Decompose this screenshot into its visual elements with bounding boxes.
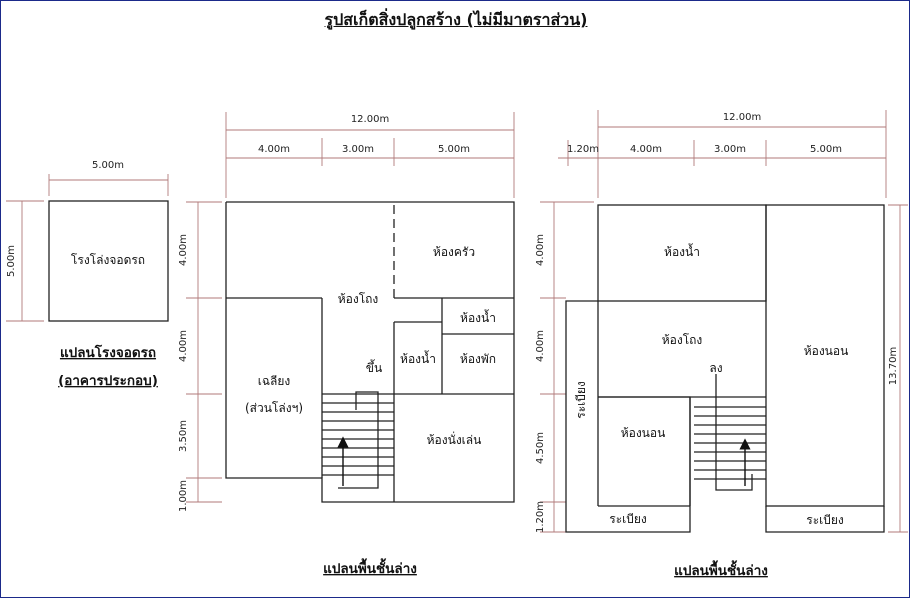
left-dim-width-2: 3.00m bbox=[342, 144, 374, 155]
right-dim-height-3: 4.50m bbox=[535, 432, 546, 464]
page-title: รูปสเก็ตสิ่งปลูกสร้าง (ไม่มีมาตราส่วน) bbox=[324, 10, 588, 29]
garage-dim-height: 5.00m bbox=[6, 245, 17, 277]
garage-plan: โรงโล่งจอดรถ 5.00m 5.00m แปลนโรงจอดรถ (อ… bbox=[6, 160, 169, 389]
kitchen-label: ห้องครัว bbox=[433, 245, 475, 259]
right-dim-height-2: 4.00m bbox=[535, 330, 546, 362]
right-bedroom-wall bbox=[765, 204, 885, 507]
bath-label: ห้องน้ำ bbox=[400, 350, 436, 366]
living-room-label: ห้องนั่งเล่น bbox=[427, 431, 482, 447]
garage-caption: แปลนโรงจอดรถ bbox=[60, 343, 156, 361]
stair-down-label: ลง bbox=[709, 361, 722, 375]
right-stairs bbox=[694, 374, 766, 491]
lean-to-label: เฉลียง bbox=[258, 374, 291, 388]
right-bath-label: ห้องน้ำ bbox=[664, 243, 700, 259]
stair-up-label: ขึ้น bbox=[366, 359, 382, 375]
garage-outline bbox=[48, 200, 169, 322]
right-dim-width-1: 1.20m bbox=[567, 144, 599, 155]
right-bedroom-left-label: ห้องนอน bbox=[621, 426, 666, 440]
right-balcony-side-label: ระเบียง bbox=[574, 381, 588, 419]
right-dim-height-4: 1.20m bbox=[535, 501, 546, 533]
left-floor-plan: 12.00m 4.00m 3.00m 5.00m 4.00m 4.00m 3.5… bbox=[178, 112, 515, 577]
rest-room-label: ห้องพัก bbox=[460, 352, 496, 366]
left-dim-height-2: 4.00m bbox=[178, 330, 189, 362]
right-dim-height-1: 4.00m bbox=[535, 234, 546, 266]
right-dim-total-height: 13.70m bbox=[888, 347, 899, 385]
left-dim-total: 12.00m bbox=[351, 114, 389, 125]
right-floor-plan: 12.00m 1.20m 4.00m 3.00m 5.00m 4.00m 4.0… bbox=[535, 110, 908, 579]
right-plan-caption: แปลนพื้นชั้นล่าง bbox=[674, 560, 768, 579]
garage-dim-width: 5.00m bbox=[92, 160, 124, 171]
left-stairs bbox=[322, 391, 394, 489]
left-dim-height-1: 4.00m bbox=[178, 234, 189, 266]
right-hall-label: ห้องโถง bbox=[662, 333, 703, 347]
right-balcony-bottom-right-label: ระเบียง bbox=[806, 513, 844, 527]
right-dim-width-4: 5.00m bbox=[810, 144, 842, 155]
bath-small-label: ห้องน้ำ bbox=[460, 309, 496, 325]
right-bedroom-right-label: ห้องนอน bbox=[804, 344, 849, 358]
right-balcony-bottom-left-label: ระเบียง bbox=[609, 512, 647, 526]
left-dim-width-1: 4.00m bbox=[258, 144, 290, 155]
left-outline bbox=[225, 201, 515, 503]
right-balcony-bottom-wall bbox=[765, 506, 885, 533]
garage-room-label: โรงโล่งจอดรถ bbox=[71, 253, 145, 267]
garage-caption-sub: (อาคารประกอบ) bbox=[58, 373, 158, 389]
right-dim-total: 12.00m bbox=[723, 112, 761, 123]
lean-to-sub-label: (ส่วนโล่งฯ) bbox=[245, 401, 303, 415]
left-dim-height-4: 1.00m bbox=[178, 480, 189, 512]
left-dim-width-3: 5.00m bbox=[438, 144, 470, 155]
left-dim-height-3: 3.50m bbox=[178, 420, 189, 452]
right-dim-width-3: 3.00m bbox=[714, 144, 746, 155]
right-dim-width-2: 4.00m bbox=[630, 144, 662, 155]
left-plan-caption: แปลนพื้นชั้นล่าง bbox=[323, 558, 417, 577]
hall-label: ห้องโถง bbox=[338, 292, 379, 306]
